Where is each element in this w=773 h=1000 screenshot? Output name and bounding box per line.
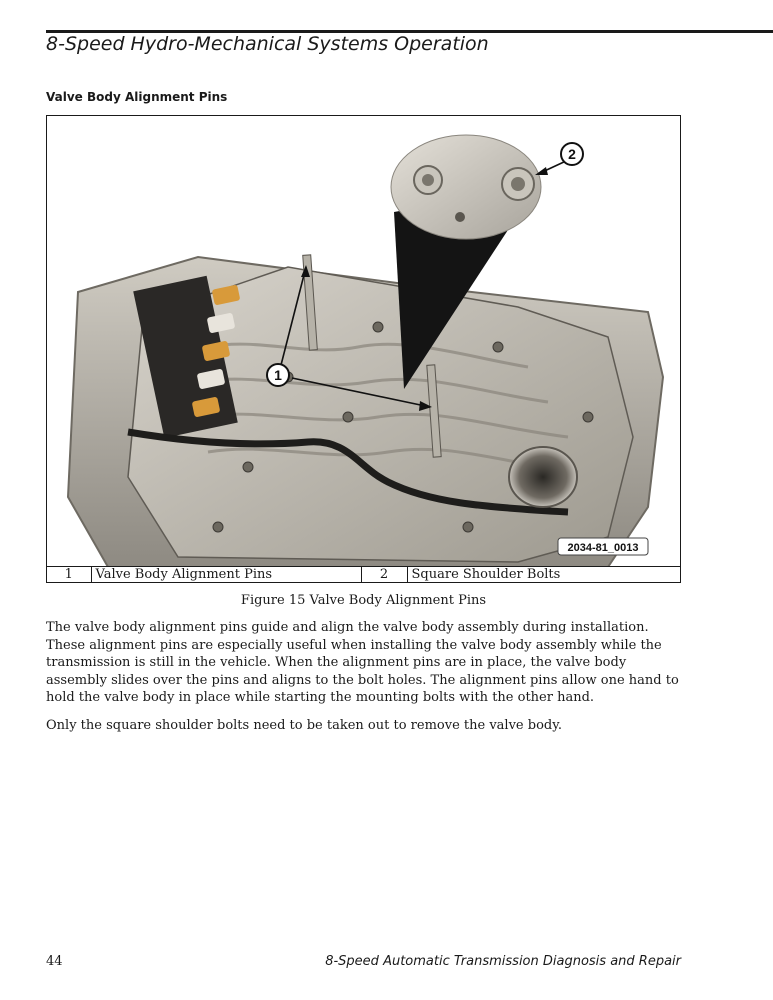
valve-body-photo-illustration: 1 2 2034-81_0013	[66, 134, 665, 567]
legend-label-1: Valve Body Alignment Pins	[90, 566, 361, 583]
legend-number-2: 2	[360, 566, 407, 583]
svg-text:2: 2	[568, 146, 576, 162]
svg-text:1: 1	[274, 367, 282, 383]
page-number: 44	[46, 954, 63, 969]
callout-arrowhead-1b	[419, 401, 432, 411]
figure: 1 2 2034-81_0013 1 Valve Body Alignment …	[46, 115, 681, 583]
legend-label-2: Square Shoulder Bolts	[406, 566, 680, 583]
solenoid-coils	[192, 285, 240, 417]
valve-body-channels	[197, 342, 579, 474]
legend-number-1: 1	[47, 566, 91, 583]
header-rule	[46, 30, 773, 33]
image-id-tag: 2034-81_0013	[557, 537, 649, 556]
section-heading: Valve Body Alignment Pins	[46, 90, 228, 104]
callout-arrowhead-2	[535, 167, 548, 175]
footer-book-title: 8-Speed Automatic Transmission Diagnosis…	[325, 954, 681, 969]
alignment-pin-left	[302, 254, 318, 351]
callout-1: 1	[266, 363, 290, 387]
body-paragraph-1: The valve body alignment pins guide and …	[46, 620, 679, 705]
callout-2: 2	[560, 142, 584, 166]
svg-text:2034-81_0013: 2034-81_0013	[568, 542, 639, 554]
alignment-pin-right	[426, 364, 442, 458]
wiring-harness	[127, 428, 569, 516]
solenoid-pack	[133, 275, 238, 439]
inset-closeup	[390, 134, 542, 240]
figure-caption: Figure 15 Valve Body Alignment Pins	[240, 593, 487, 608]
magnifier-cone	[394, 187, 536, 389]
figure-photo: 1 2 2034-81_0013	[48, 117, 679, 567]
legend-row: 1 Valve Body Alignment Pins 2 Square Sho…	[47, 566, 680, 583]
callout-arrowhead-1a	[301, 265, 310, 277]
valve-bore	[508, 446, 578, 508]
page-header: 8-Speed Hydro-Mechanical Systems Operati…	[46, 33, 489, 55]
body-paragraph-2: Only the square shoulder bolts need to b…	[46, 718, 562, 733]
figure-legend: 1 Valve Body Alignment Pins 2 Square Sho…	[47, 566, 680, 583]
